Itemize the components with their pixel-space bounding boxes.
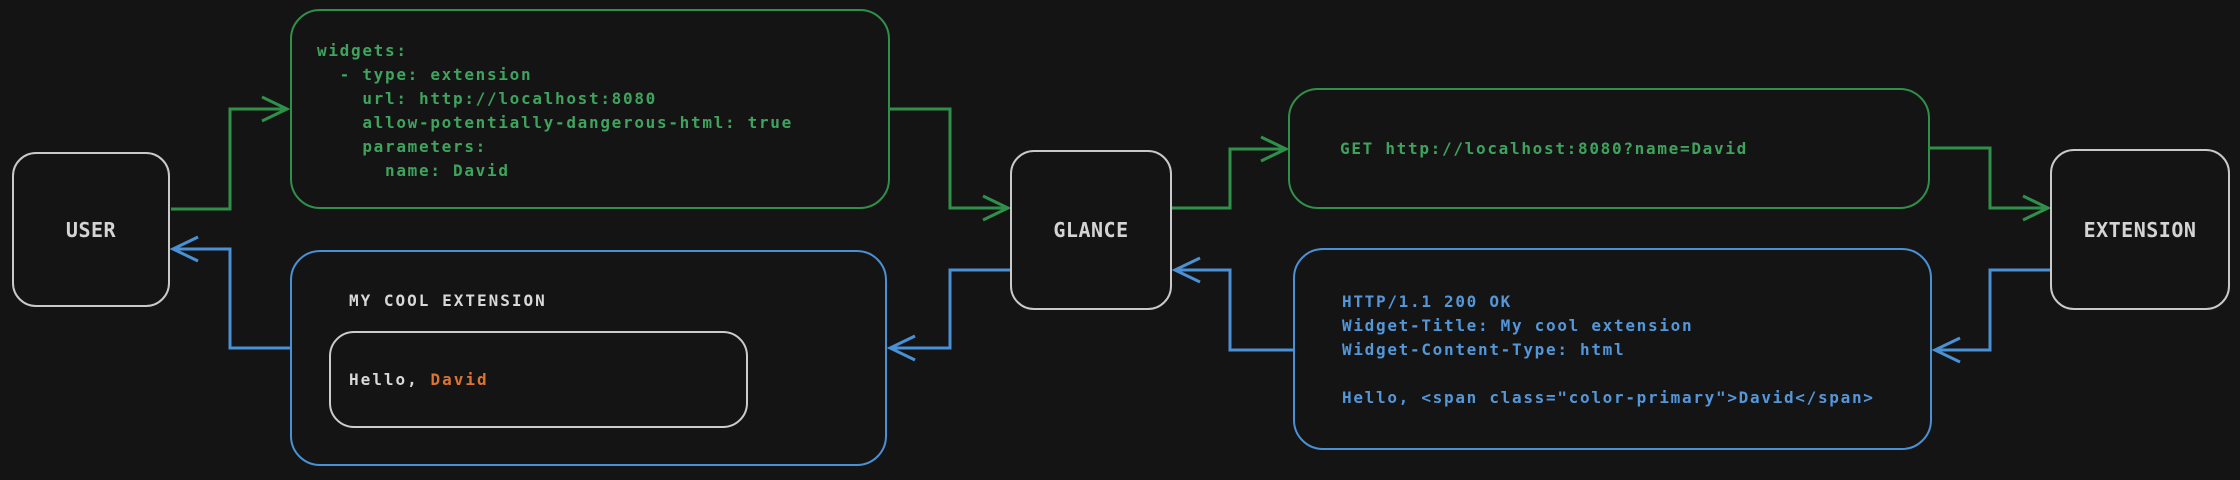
config-line: name: David [317, 161, 510, 180]
config-line: allow-potentially-dangerous-html: true [317, 113, 793, 132]
edge-glance-to-widget [893, 268, 1010, 350]
edge-request-to-extension-arrowhead [2022, 194, 2052, 222]
edge-user-to-config-arrowhead [261, 95, 291, 123]
edge-user-to-config [171, 107, 284, 211]
edge-config-to-glance-arrowhead [982, 194, 1012, 222]
edge-glance-to-request-arrowhead [1260, 135, 1290, 163]
node-extension-label: EXTENSION [2083, 217, 2197, 242]
config-line: parameters: [317, 137, 487, 156]
node-user-label: USER [65, 217, 117, 242]
node-glance-label: GLANCE [1053, 218, 1129, 242]
response-line: Widget-Title: My cool extension [1342, 316, 1694, 335]
request-line: GET http://localhost:8080?name=David [1340, 138, 1748, 158]
response-line: HTTP/1.1 200 OK [1342, 292, 1512, 311]
config-line: url: http://localhost:8080 [317, 89, 657, 108]
edge-request-to-extension [1930, 146, 2045, 210]
node-user: USER [12, 152, 170, 307]
http-response-box: HTTP/1.1 200 OK Widget-Title: My cool ex… [1293, 248, 1932, 450]
edge-widget-to-user [176, 247, 290, 350]
widget-title: MY COOL EXTENSION [349, 291, 547, 310]
edge-extension-to-response-arrowhead [1931, 336, 1961, 364]
http-request-box: GET http://localhost:8080?name=David [1288, 88, 1930, 209]
node-glance: GLANCE [1010, 150, 1172, 310]
config-line: widgets: [317, 41, 408, 60]
config-line: - type: extension [317, 65, 533, 84]
edge-config-to-glance [890, 107, 1005, 210]
config-yaml-box: widgets: - type: extension url: http://l… [290, 9, 890, 209]
response-line: Hello, <span class="color-primary">David… [1342, 388, 1875, 407]
greeting-name: David [430, 370, 489, 389]
edge-response-to-glance [1178, 268, 1293, 352]
edge-glance-to-request [1172, 147, 1283, 210]
edge-extension-to-response [1938, 268, 2050, 352]
node-extension: EXTENSION [2050, 149, 2230, 310]
greeting-prefix: Hello, [349, 370, 431, 389]
widget-greeting-box: Hello, David [329, 331, 748, 428]
edge-response-to-glance-arrowhead [1171, 256, 1201, 284]
response-line: Widget-Content-Type: html [1342, 340, 1626, 359]
rendered-widget-box: MY COOL EXTENSION Hello, David [290, 250, 887, 466]
edge-glance-to-widget-arrowhead [886, 334, 916, 362]
response-line [1342, 362, 1920, 386]
edge-widget-to-user-arrowhead [169, 235, 199, 263]
